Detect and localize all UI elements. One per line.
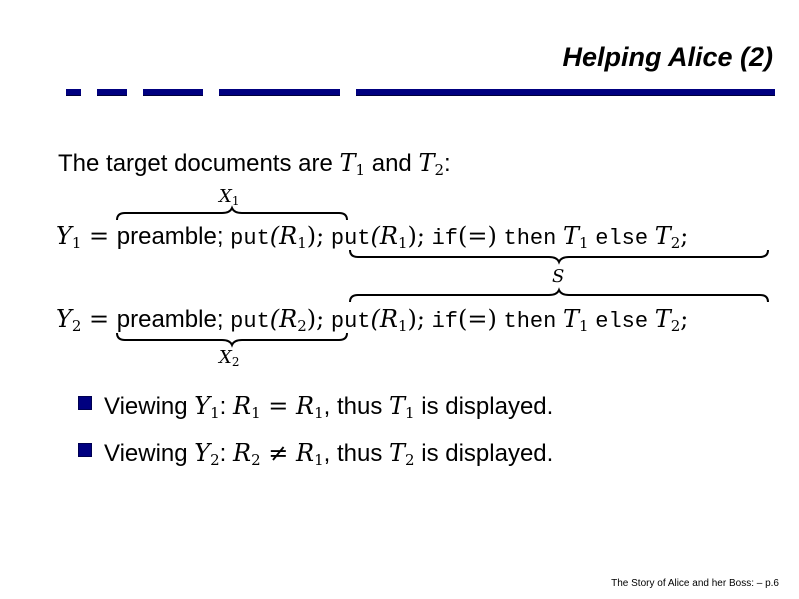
title-rule-dash: [97, 89, 127, 96]
bullet-item: Viewing Y2: R2 ≠ R1, thus T2 is displaye…: [104, 439, 554, 469]
overbrace-x1: [116, 205, 348, 221]
title-rule-dash: [66, 89, 81, 96]
brace-label-x1: X1: [219, 186, 240, 208]
equation-y2: Y2 = preamble; put(R2); put(R1); if(=) t…: [56, 305, 689, 335]
title-rule-dash: [219, 89, 340, 96]
title-rule-dash: [356, 89, 775, 96]
slide-footer: The Story of Alice and her Boss: – p.6: [611, 578, 779, 589]
brace-label-s: S: [552, 266, 565, 287]
bullet-square-icon: [78, 443, 92, 457]
lead-sentence: The target documents are T1 and T2:: [58, 149, 451, 179]
bullet-item: Viewing Y1: R1 = R1, thus T1 is displaye…: [104, 392, 554, 422]
title-rule-dash: [143, 89, 203, 96]
brace-label-x2: X2: [219, 347, 240, 369]
underbrace-x2: [116, 332, 348, 348]
underbrace-s: [349, 249, 769, 265]
bullet-square-icon: [78, 396, 92, 410]
equation-y1: Y1 = preamble; put(R1); put(R1); if(=) t…: [56, 222, 689, 252]
slide-title: Helping Alice (2): [562, 42, 773, 72]
overbrace-s: [349, 287, 769, 303]
